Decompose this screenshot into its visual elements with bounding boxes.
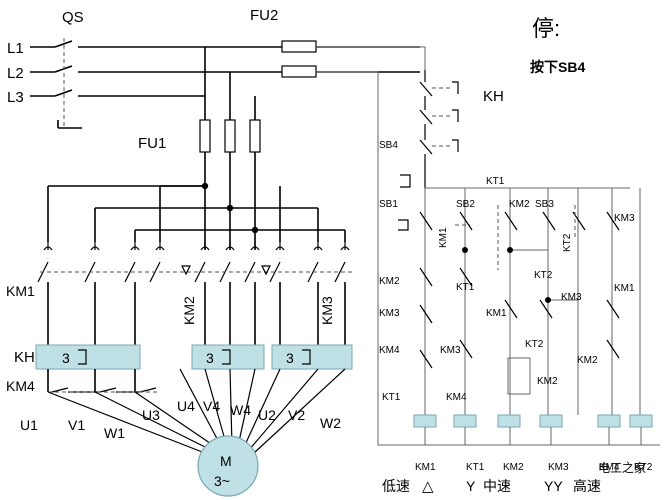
kh-box-1-num: 3 <box>62 350 70 366</box>
w2-label: W2 <box>320 415 341 431</box>
coil-km3 <box>539 414 563 428</box>
coil-km2 <box>497 414 521 428</box>
km3-b-label: KM3 <box>440 345 461 356</box>
high-speed-label: 高速 <box>573 478 601 494</box>
km3-main-label: KM3 <box>319 296 335 325</box>
km4-mid-label: KM4 <box>446 392 467 403</box>
km4-left-label: KM4 <box>379 345 400 356</box>
km3-mid-label: KM3 <box>561 292 582 303</box>
coil-km1-label: KM1 <box>415 462 436 473</box>
km1-v-label: KM1 <box>438 227 449 248</box>
u3-label: U3 <box>142 407 160 423</box>
coil-km4 <box>597 414 621 428</box>
motor <box>197 435 259 497</box>
press-sb4-note: 按下SB4 <box>530 59 585 75</box>
fu1-fuse-2 <box>224 119 236 153</box>
kh-relay-block-1 <box>35 344 141 370</box>
km1-mid-label: KM1 <box>486 308 507 319</box>
qs-label: QS <box>62 9 84 26</box>
u1-label: U1 <box>20 417 38 433</box>
watermark: 电工之家 <box>598 460 646 475</box>
coil-km1 <box>413 414 437 428</box>
km2-top-label: KM2 <box>509 199 530 210</box>
u4-label: U4 <box>177 398 195 414</box>
delta-symbol: △ <box>422 478 434 495</box>
fu1-label: FU1 <box>138 135 166 152</box>
l2-label: L2 <box>7 65 24 82</box>
motor-label: M <box>220 453 232 469</box>
fu1-fuse-1 <box>199 119 211 153</box>
km2-low-label: KM2 <box>537 376 558 387</box>
kt2-mid-label: KT2 <box>534 270 553 281</box>
main-contacts <box>37 242 355 283</box>
kh-relay-block-3 <box>271 344 353 370</box>
km2-right-label: KM2 <box>577 355 598 366</box>
kt1-mid-label: KT1 <box>456 282 475 293</box>
fu2-fuse-1 <box>281 40 317 53</box>
km3-top-label: KM3 <box>614 213 635 224</box>
v4-label: V4 <box>203 398 220 414</box>
w1-label: W1 <box>104 425 125 441</box>
labels: QS FU2 FU1 L1 L2 L3 KM1 KM2 KM3 KH KM4 3… <box>6 7 653 495</box>
control-circuit <box>316 46 660 446</box>
kh-relay-block-2 <box>191 344 265 370</box>
sb4-label: SB4 <box>379 140 398 151</box>
kt2-v-label: KT2 <box>562 233 573 252</box>
fu2-fuse-2 <box>281 65 317 78</box>
km1-main-label: KM1 <box>6 283 35 299</box>
sb3-label: SB3 <box>535 199 554 210</box>
coil-kt1 <box>453 414 477 428</box>
motor-phase-label: 3~ <box>214 473 230 489</box>
kh-main-label: KH <box>14 349 35 366</box>
fu2-label: FU2 <box>250 7 278 24</box>
kh-ctrl-label: KH <box>483 88 504 105</box>
w4-label: W4 <box>230 402 251 418</box>
v1-label: V1 <box>68 417 85 433</box>
coil-kt2 <box>629 414 653 428</box>
mid-speed-label: 中速 <box>483 478 511 494</box>
coil-kt1-label: KT1 <box>466 462 485 473</box>
v2-label: V2 <box>288 407 305 423</box>
yy-mark: YY <box>544 478 563 494</box>
km2-main-label: KM2 <box>181 296 197 325</box>
y-mark: Y <box>466 478 476 494</box>
coil-km2-label: KM2 <box>503 462 524 473</box>
power-circuit <box>30 38 420 497</box>
km3-left-label: KM3 <box>379 308 400 319</box>
sb2-label: SB2 <box>456 199 475 210</box>
coil-km3-label: KM3 <box>548 462 569 473</box>
l1-label: L1 <box>7 40 24 57</box>
kt1-top-label: KT1 <box>486 176 505 187</box>
kh-box-3-num: 3 <box>286 350 294 366</box>
km2-left-label: KM2 <box>379 276 400 287</box>
stop-title: 停: <box>532 16 560 41</box>
kt2-low-label: KT2 <box>525 339 544 350</box>
low-speed-label: 低速 <box>382 478 410 494</box>
fu1-fuse-3 <box>249 119 261 153</box>
km1-right-label: KM1 <box>614 283 635 294</box>
coil-kt2-label: KT2 <box>634 462 653 473</box>
u2-label: U2 <box>258 407 276 423</box>
kh-box-2-num: 3 <box>206 350 214 366</box>
sb1-label: SB1 <box>379 199 398 210</box>
km4-main-label: KM4 <box>6 378 35 394</box>
kt1-left-label: KT1 <box>382 392 401 403</box>
l3-label: L3 <box>7 89 24 106</box>
coil-km4-label: KM4 <box>599 462 620 473</box>
